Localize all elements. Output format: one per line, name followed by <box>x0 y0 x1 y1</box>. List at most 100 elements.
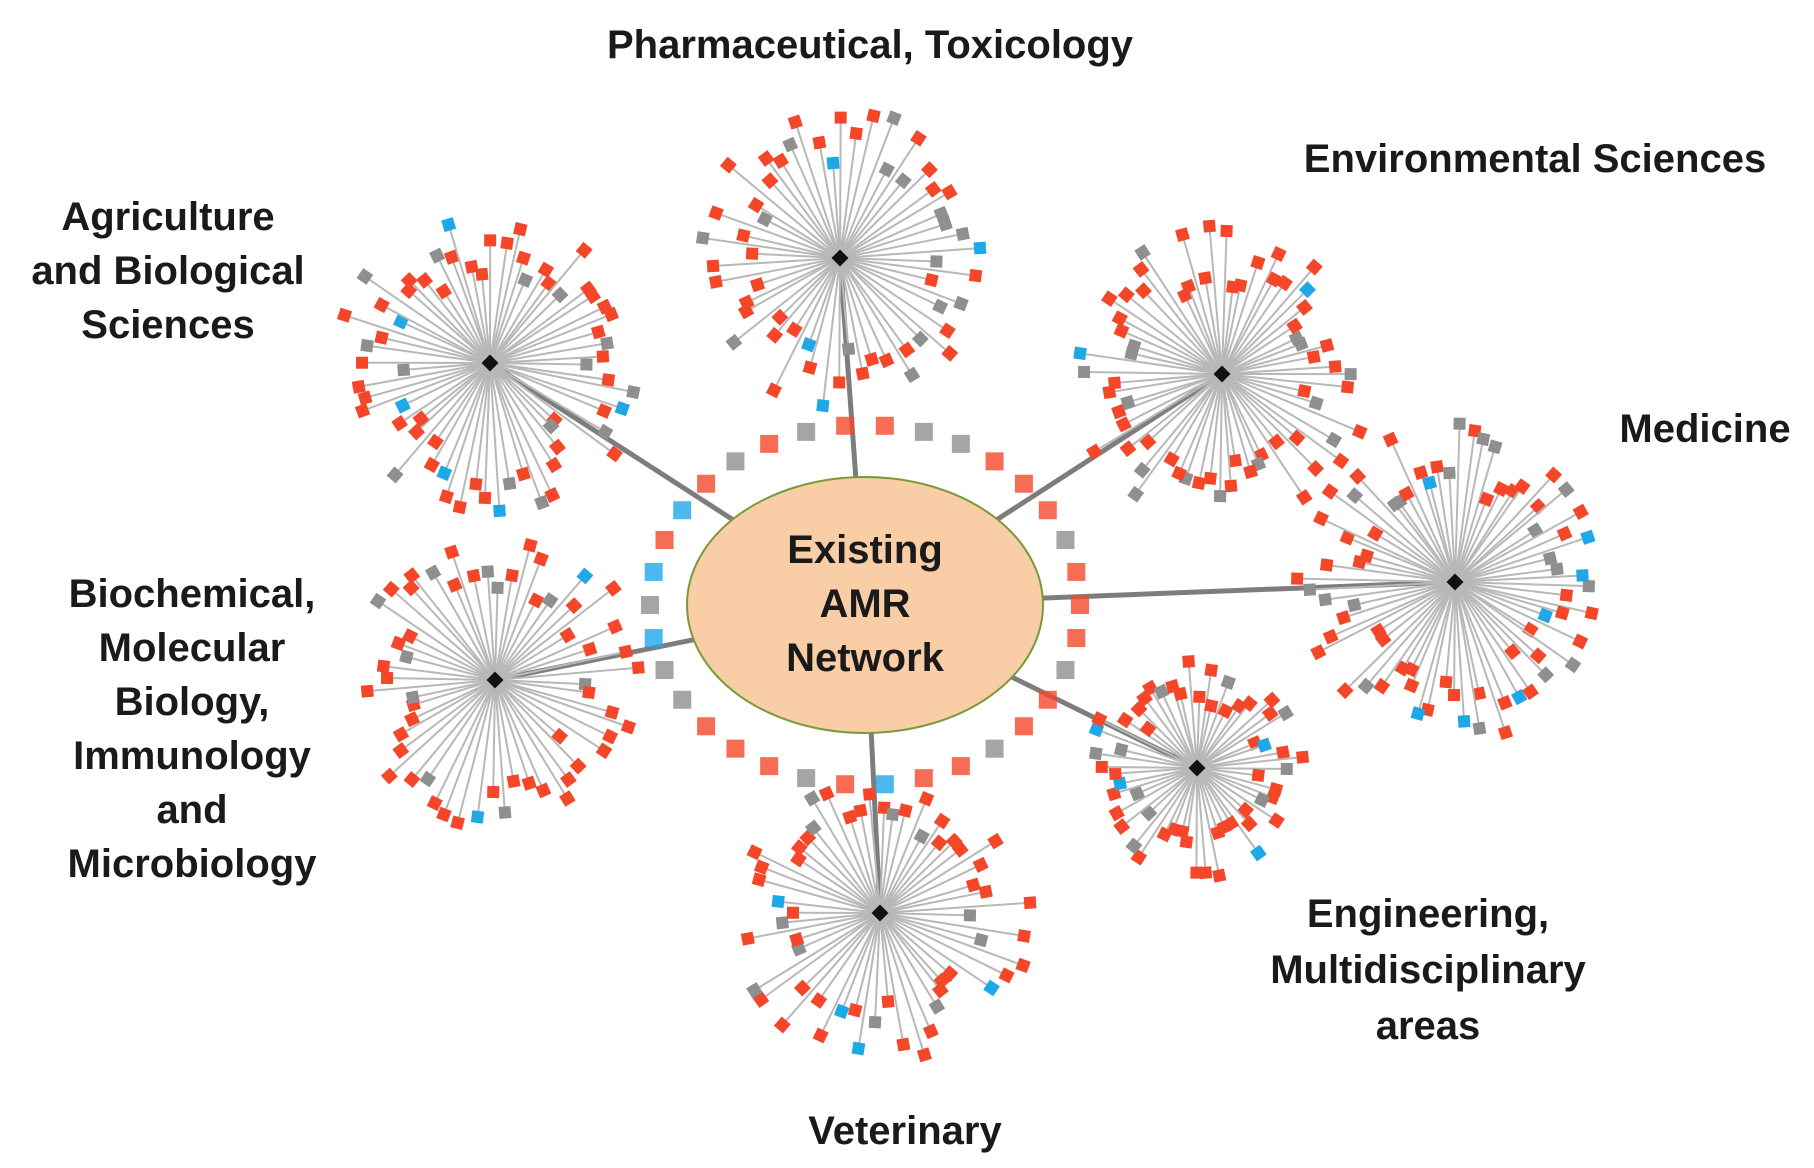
spoke <box>1221 282 1286 375</box>
spoke <box>879 840 997 914</box>
leaf-node <box>545 456 563 474</box>
leaf-node <box>955 226 970 241</box>
spoke <box>818 912 881 1002</box>
leaf-node <box>596 350 610 363</box>
label-line: Environmental Sciences <box>1304 137 1766 181</box>
spoke <box>489 331 599 364</box>
spoke <box>1317 581 1456 654</box>
spoke <box>398 642 496 681</box>
leaf-node <box>1537 666 1555 684</box>
leaf-node <box>580 358 593 371</box>
spoke <box>1221 337 1298 375</box>
leaf-node <box>1217 702 1234 719</box>
spoke <box>839 257 850 350</box>
leaf-node <box>849 126 863 141</box>
leaf-node <box>842 809 858 825</box>
leaf-node <box>399 649 414 665</box>
leaf-node <box>766 326 784 344</box>
leaf-node <box>881 995 895 1009</box>
leaf-node <box>706 259 720 273</box>
leaf-node <box>475 267 489 281</box>
spoke <box>494 587 615 681</box>
leaf-node <box>537 261 555 279</box>
leaf-node <box>866 108 881 124</box>
leaf-node <box>973 932 989 948</box>
leaf-node <box>924 180 942 198</box>
leaf-node <box>1191 475 1207 491</box>
spoke <box>879 912 1025 937</box>
spoke <box>456 679 496 824</box>
spoke <box>1137 767 1198 858</box>
leaf-node <box>502 476 517 491</box>
spoke <box>1160 691 1198 769</box>
spoke <box>839 257 913 376</box>
leaf-node <box>771 308 789 326</box>
leaf-node <box>1276 274 1293 292</box>
spoke <box>879 901 1031 914</box>
center-ellipse <box>686 476 1044 734</box>
leaf-node <box>1220 224 1233 238</box>
center-network-node <box>655 530 674 549</box>
cluster-pharmaceutical-toxicology <box>695 108 987 413</box>
spoke <box>1454 474 1555 583</box>
label-line: and Biological <box>31 249 304 293</box>
leaf-node <box>941 183 958 201</box>
spoke <box>879 912 951 975</box>
leaf-node <box>1129 785 1145 802</box>
spoke <box>1221 288 1309 375</box>
spoke <box>474 362 491 485</box>
spoke <box>839 257 941 308</box>
leaf-node <box>1250 254 1266 271</box>
spoke <box>879 835 923 914</box>
spoke <box>494 679 605 752</box>
spoke <box>769 180 841 259</box>
leaf-node <box>965 877 981 893</box>
spoke <box>1196 767 1260 854</box>
leaf-node <box>937 216 953 232</box>
spoke <box>825 793 881 914</box>
spoke <box>1454 532 1565 583</box>
spoke <box>420 362 491 420</box>
spoke <box>489 257 525 364</box>
center-network-node <box>644 562 663 581</box>
spoke <box>480 274 491 364</box>
leaf-node <box>1270 245 1287 262</box>
spoke <box>1382 581 1456 640</box>
leaf-node <box>761 172 779 190</box>
leaf-node <box>953 295 969 312</box>
center-network-node <box>914 422 933 441</box>
spoke <box>702 237 841 259</box>
leaf-node <box>535 782 552 799</box>
spoke <box>1197 373 1223 484</box>
center-network-node <box>836 416 855 435</box>
leaf-node <box>1073 346 1087 361</box>
leaf-node <box>803 790 821 807</box>
spoke <box>1366 554 1456 583</box>
spoke <box>1119 767 1198 785</box>
leaf-node <box>596 403 612 419</box>
leaf-node <box>559 627 576 644</box>
leaf-node <box>1171 465 1188 482</box>
leaf-node <box>1220 674 1236 691</box>
leaf-node <box>864 351 880 367</box>
leaf-node <box>924 272 939 288</box>
spoke <box>879 912 938 1007</box>
center-label-line-3: Network <box>786 636 945 680</box>
spoke <box>1181 767 1198 832</box>
leaf-node <box>968 268 983 283</box>
leaf-node <box>782 136 799 153</box>
spoke <box>387 676 496 681</box>
spoke <box>383 665 496 681</box>
leaf-node <box>1478 491 1495 508</box>
spoke <box>1221 373 1232 486</box>
spoke <box>1196 702 1251 769</box>
spoke <box>1428 482 1456 583</box>
leaf-node <box>1295 298 1313 316</box>
spoke <box>494 679 570 781</box>
spoke <box>879 848 961 914</box>
leaf-node <box>1261 705 1279 722</box>
center-network-node <box>1014 717 1033 736</box>
spoke <box>879 912 1008 977</box>
center-network-node <box>697 474 716 493</box>
